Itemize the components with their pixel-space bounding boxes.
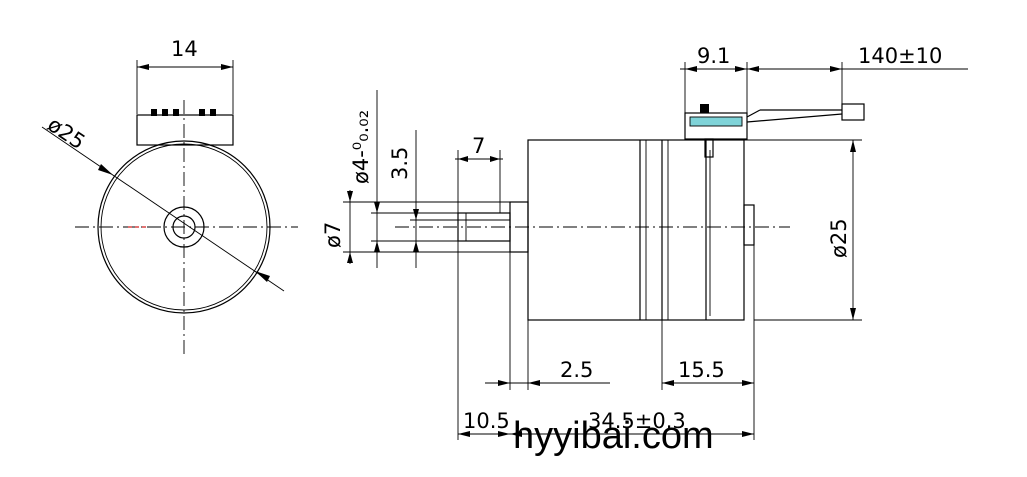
front-diameter-label: ø25 xyxy=(43,112,89,154)
shaft-circle xyxy=(172,215,196,239)
connector-pins xyxy=(151,109,216,116)
rear-length-label: 15.5 xyxy=(678,358,725,382)
connector-housing xyxy=(684,112,748,140)
side-view: ø7 ø4-⁰₀.₀₂ 3.5 7 ø25 9.1 140±10 xyxy=(321,44,968,440)
connector-top-block xyxy=(136,114,234,146)
lead-length-label: 140±10 xyxy=(858,44,942,68)
rear-cap xyxy=(743,204,755,246)
front-view: 14 ø25 xyxy=(41,37,298,355)
motor-body-circle xyxy=(97,140,271,314)
motor-body-inner-circle xyxy=(100,143,268,311)
body-length-label: 34.5±0.3 xyxy=(588,409,686,433)
shaft-tolerance-label: ø4-⁰₀.₀₂ xyxy=(349,110,373,184)
body-diameter-label: ø25 xyxy=(827,218,851,258)
watermark-text: hyyibai.com xyxy=(513,415,714,457)
connector-highlight xyxy=(689,116,743,127)
front-diameter-leader xyxy=(41,126,285,292)
connector-latch xyxy=(700,104,709,113)
flat-width-label: 3.5 xyxy=(388,147,412,180)
shaft-diameter-label: ø7 xyxy=(321,222,345,248)
shaft-boss-circle xyxy=(163,206,205,248)
shaft-flat-length-label: 7 xyxy=(472,134,485,158)
lead-plug xyxy=(841,103,865,121)
shaft-length-label: 10.5 xyxy=(463,409,510,433)
boss-length-label: 2.5 xyxy=(560,358,593,382)
lead-offset-label: 9.1 xyxy=(697,44,730,68)
motor-body-side xyxy=(527,139,745,321)
front-width-label: 14 xyxy=(171,37,198,61)
